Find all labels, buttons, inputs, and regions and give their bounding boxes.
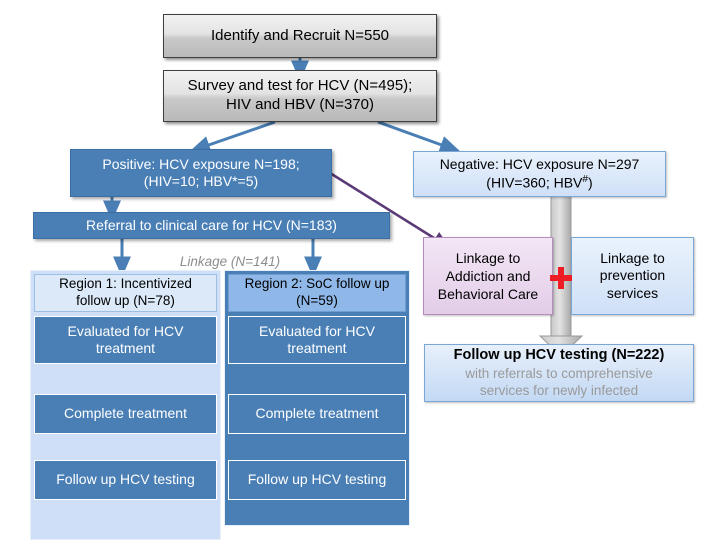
node-positive-hcv[interactable]: Positive: HCV exposure N=198; (HIV=10; H… — [70, 149, 332, 197]
node-region2-complete-label: Complete treatment — [255, 405, 379, 422]
node-positive-line1: Positive: HCV exposure N=198; — [102, 155, 300, 172]
node-identify-recruit-label: Identify and Recruit N=550 — [210, 26, 390, 44]
node-identify-recruit[interactable]: Identify and Recruit N=550 — [163, 14, 437, 58]
node-survey-test-line2: HIV and HBV (N=370) — [226, 96, 374, 113]
node-linkage-addiction[interactable]: Linkage to Addiction and Behavioral Care — [423, 237, 553, 315]
node-region2-line1: Region 2: SoC follow up — [244, 276, 390, 292]
node-region1-complete-label: Complete treatment — [64, 405, 187, 422]
node-positive-line2: (HIV=10; HBV*=5) — [143, 173, 259, 189]
node-referral-label: Referral to clinical care for HCV (N=183… — [86, 216, 337, 233]
node-region2-evaluated-label: Evaluated for HCV treatment — [259, 322, 375, 357]
node-linkage-prevention[interactable]: Linkage to prevention services — [571, 237, 694, 315]
node-referral-clinical-care[interactable]: Referral to clinical care for HCV (N=183… — [33, 212, 390, 239]
node-region2-complete[interactable]: Complete treatment — [228, 394, 406, 434]
node-region2-followup-label: Follow up HCV testing — [247, 471, 387, 488]
linkage-caption: Linkage (N=141) — [140, 252, 320, 270]
node-followup-title: Follow up HCV testing (N=222) — [453, 347, 665, 364]
node-survey-test[interactable]: Survey and test for HCV (N=495); HIV and… — [163, 70, 437, 122]
node-region1-evaluated[interactable]: Evaluated for HCV treatment — [34, 316, 217, 364]
node-followup-sub1: with referrals to comprehensive — [465, 365, 653, 381]
node-linkage-addiction-label: Linkage to Addiction and Behavioral Care — [437, 249, 539, 303]
node-negative-hcv[interactable]: Negative: HCV exposure N=297 (HIV=360; H… — [413, 151, 666, 197]
node-region1-line2: follow up (N=78) — [76, 293, 175, 308]
node-region2-followup[interactable]: Follow up HCV testing — [228, 460, 406, 500]
node-region1-line1: Region 1: Incentivized — [59, 276, 192, 292]
node-region1-followup[interactable]: Follow up HCV testing — [34, 460, 217, 500]
node-negative-line1: Negative: HCV exposure N=297 — [439, 156, 640, 173]
node-negative-line2-post: ) — [588, 174, 593, 191]
node-negative-line2-pre: (HIV=360; HBV — [486, 174, 583, 191]
node-region2-header[interactable]: Region 2: SoC follow up (N=59) — [228, 274, 406, 312]
node-region1-header[interactable]: Region 1: Incentivized follow up (N=78) — [34, 274, 217, 312]
node-region2-evaluated[interactable]: Evaluated for HCV treatment — [228, 316, 406, 364]
node-region1-evaluated-label: Evaluated for HCV treatment — [67, 322, 184, 357]
node-linkage-prevention-label: Linkage to prevention services — [599, 249, 666, 301]
node-negative-hbv-superscript: # — [582, 173, 589, 185]
node-region2-line2: (N=59) — [296, 293, 338, 308]
node-followup-hcv-testing[interactable]: Follow up HCV testing (N=222) with refer… — [424, 344, 694, 402]
node-region1-complete[interactable]: Complete treatment — [34, 394, 217, 434]
linkage-caption-label: Linkage (N=141) — [179, 253, 281, 269]
node-survey-test-line1: Survey and test for HCV (N=495); — [187, 77, 413, 95]
node-negative-line2: (HIV=360; HBV#) — [486, 174, 592, 192]
node-region1-followup-label: Follow up HCV testing — [56, 471, 195, 488]
node-followup-sub2: services for newly infected — [479, 383, 639, 399]
plus-icon — [550, 267, 572, 289]
